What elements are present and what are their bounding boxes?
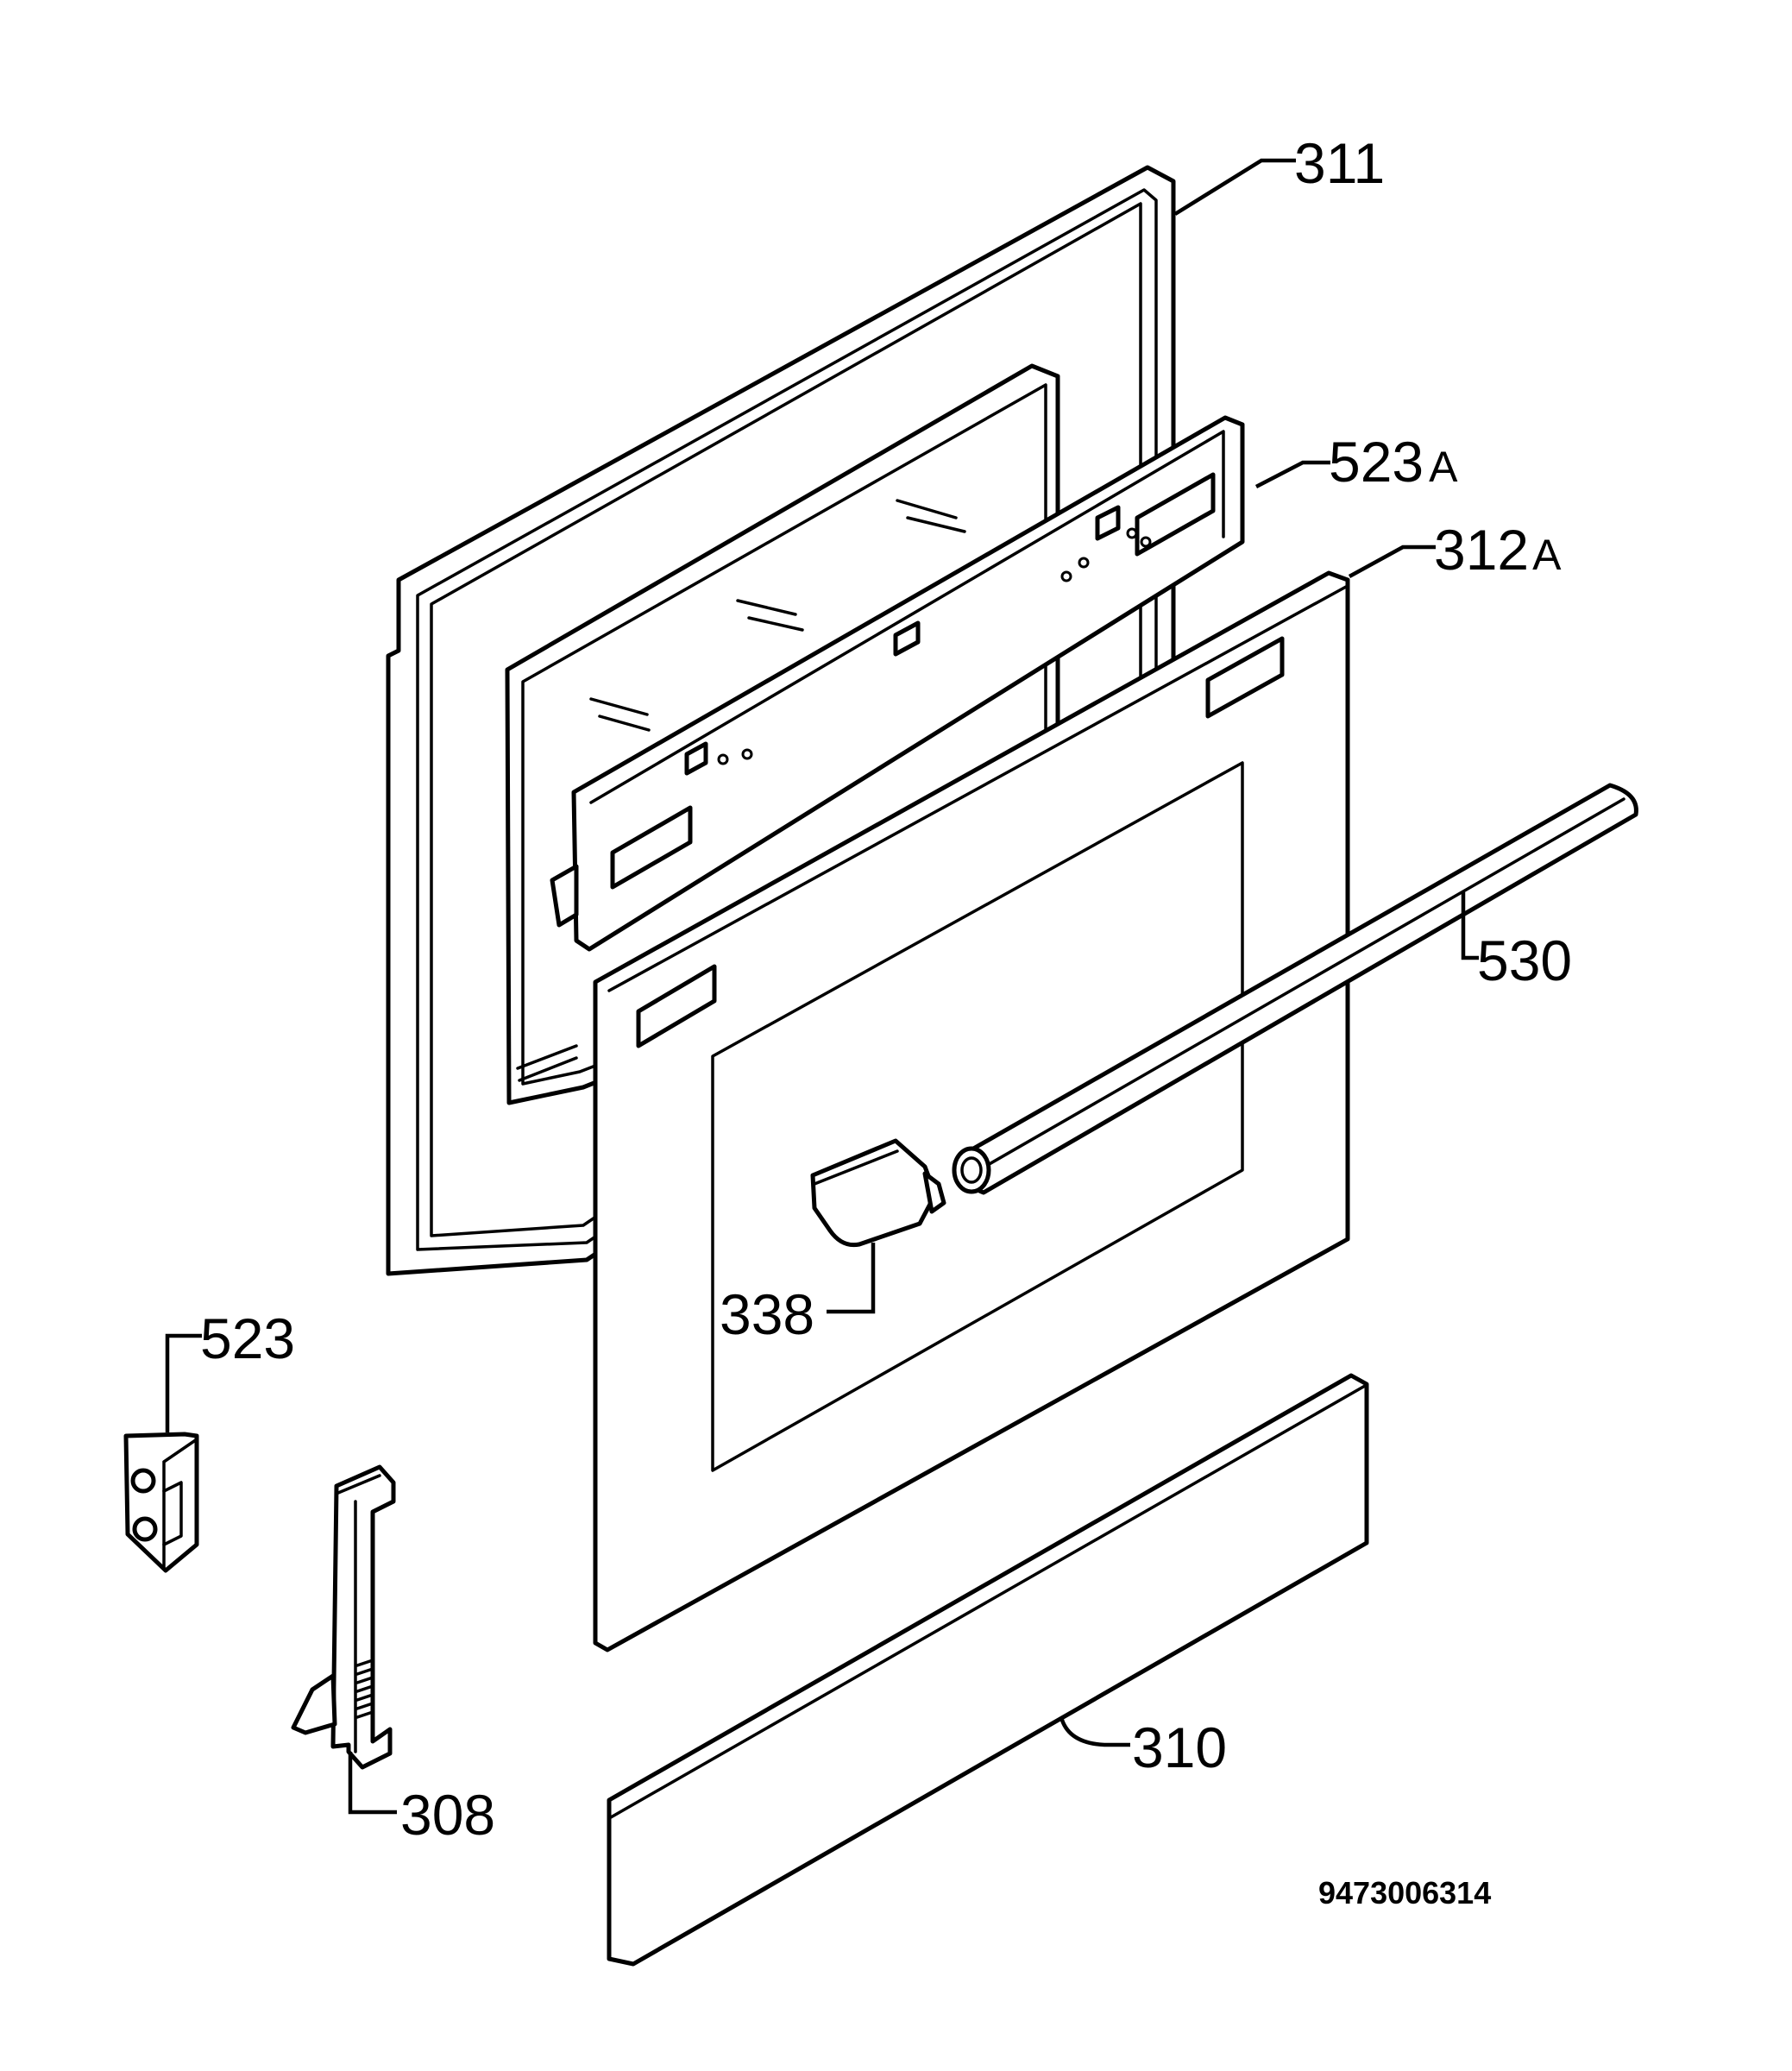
callout-523: 523 — [200, 1306, 295, 1370]
leader-lines — [165, 158, 1479, 1815]
callout-310: 310 — [1132, 1715, 1227, 1779]
part-523a-bracket-strip — [550, 415, 1245, 952]
part-312a-outer-door-glass — [593, 570, 1350, 1652]
callout-530: 530 — [1477, 928, 1572, 992]
document-number: 9473006314 — [1318, 1875, 1491, 1910]
callout-311: 311 — [1294, 131, 1385, 195]
callout-308: 308 — [400, 1783, 495, 1847]
part-338-handle-end-cap — [810, 1138, 946, 1248]
part-310-door-trim-bar — [607, 1373, 1369, 1967]
part-523-small-hinge-bracket — [123, 1432, 199, 1573]
callout-338: 338 — [720, 1282, 814, 1346]
part-530-door-handle — [952, 783, 1638, 1195]
part-308-door-catch — [291, 1464, 396, 1770]
callout-312a: 312A — [1434, 518, 1562, 582]
